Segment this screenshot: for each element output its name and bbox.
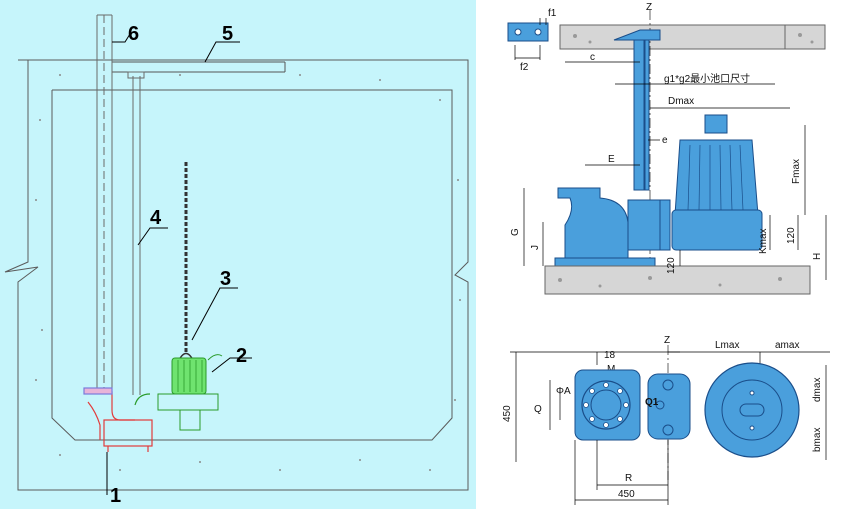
label-lmax: Lmax — [715, 340, 739, 351]
label-f1: f1 — [548, 8, 557, 19]
callout-1: 1 — [110, 485, 121, 507]
label-j: J — [530, 245, 541, 250]
label-e-big: E — [608, 154, 615, 165]
callout-3: 3 — [220, 268, 231, 290]
label-q1: Q1 — [645, 397, 659, 408]
installation-drawing: 1 2 3 4 5 6 — [0, 0, 478, 509]
guide-rail — [127, 71, 145, 395]
callout-2: 2 — [236, 345, 247, 367]
label-450-horizontal: 450 — [618, 489, 635, 500]
label-bmax: bmax — [812, 428, 823, 452]
label-450-vertical: 450 — [502, 405, 513, 422]
plan-view: Z Lmax amax 18 M — [502, 335, 830, 505]
label-h: H — [812, 253, 823, 260]
label-g-note: g1*g2最小池口尺寸 — [664, 72, 750, 85]
label-f2: f2 — [520, 62, 529, 73]
callout-6: 6 — [128, 23, 139, 45]
label-phia: ΦA — [556, 386, 571, 397]
label-r: R — [625, 473, 632, 484]
callout-4: 4 — [150, 207, 162, 229]
label-120-right: 120 — [786, 227, 797, 244]
label-z-bottom: Z — [664, 335, 670, 346]
label-z-top: Z — [646, 2, 652, 13]
label-c: c — [590, 52, 595, 63]
label-fmax: Fmax — [791, 159, 802, 184]
label-120-bottom: 120 — [666, 257, 677, 274]
label-kmax: Kmax — [758, 228, 769, 254]
label-e-small: e — [662, 135, 668, 146]
label-q: Q — [534, 404, 542, 415]
label-dmax-plan: dmax — [812, 378, 823, 402]
callout-5: 5 — [222, 23, 233, 45]
label-g: G — [510, 228, 521, 236]
elevation-view: f1 f2 Z c g1*g2最小池口尺寸 Dmax e E — [507, 2, 827, 295]
coupling-base — [83, 387, 153, 452]
submersible-pump — [134, 354, 223, 431]
discharge-pipe — [96, 14, 113, 390]
label-18: 18 — [604, 350, 616, 361]
label-dmax: Dmax — [668, 96, 694, 107]
label-amax: amax — [775, 340, 799, 351]
tank-outline — [4, 59, 469, 491]
